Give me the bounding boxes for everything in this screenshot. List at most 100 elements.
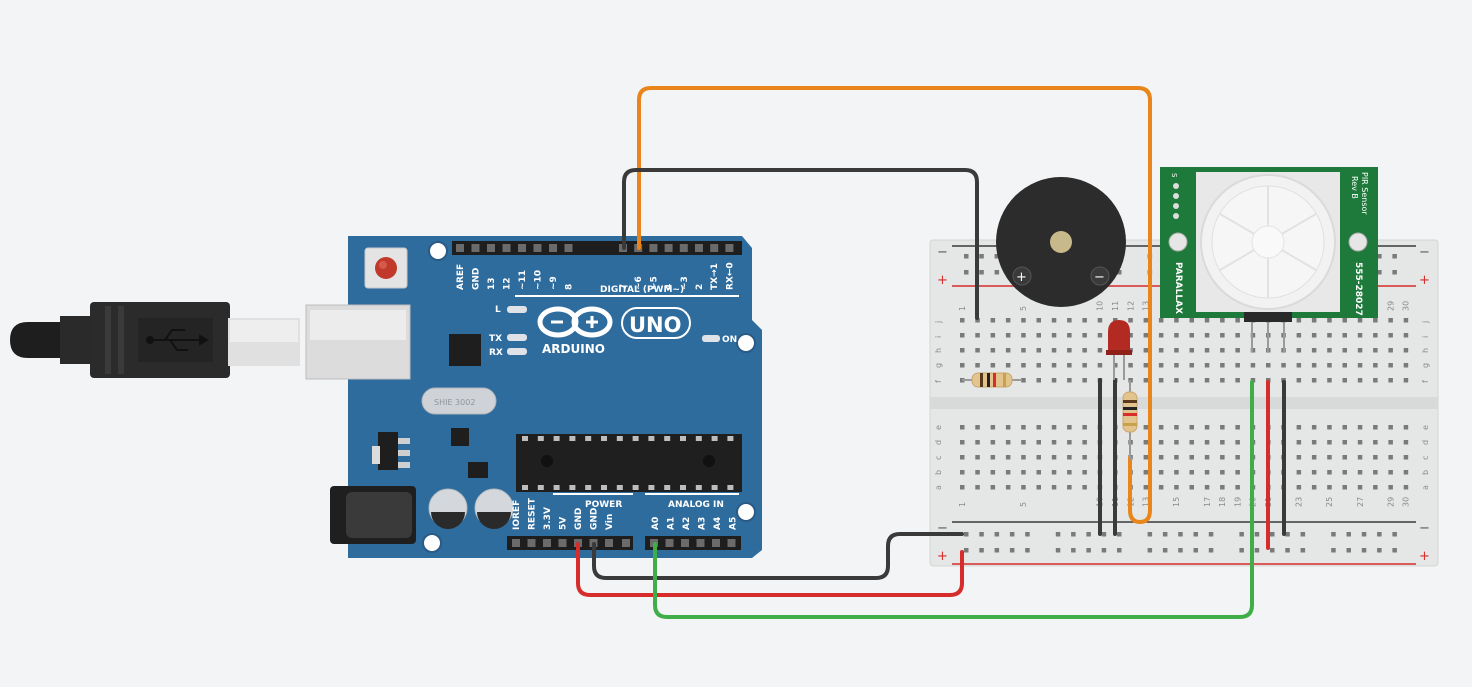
breadboard-hole[interactable]: [1388, 470, 1393, 475]
breadboard-hole[interactable]: [1005, 333, 1011, 338]
breadboard-hole[interactable]: [1311, 348, 1317, 353]
breadboard-hole[interactable]: [1067, 348, 1072, 353]
breadboard-hole[interactable]: [1403, 455, 1409, 460]
breadboard-hole[interactable]: [1158, 485, 1164, 490]
breadboard-hole[interactable]: [1101, 548, 1107, 553]
analog-pin[interactable]: [727, 539, 736, 547]
breadboard-hole[interactable]: [1204, 333, 1210, 338]
breadboard-hole[interactable]: [1311, 318, 1317, 323]
breadboard-hole[interactable]: [1143, 333, 1149, 338]
breadboard-hole[interactable]: [1005, 455, 1011, 460]
breadboard-hole[interactable]: [1082, 318, 1087, 323]
breadboard-hole[interactable]: [1285, 532, 1290, 537]
breadboard-hole[interactable]: [1327, 425, 1332, 430]
breadboard-hole[interactable]: [1204, 378, 1210, 383]
breadboard-hole[interactable]: [1025, 548, 1030, 553]
breadboard-hole[interactable]: [1117, 532, 1122, 537]
breadboard-hole[interactable]: [1036, 363, 1042, 368]
breadboard-hole[interactable]: [1296, 363, 1302, 368]
breadboard-hole[interactable]: [1021, 485, 1026, 490]
breadboard-hole[interactable]: [1021, 348, 1026, 353]
breadboard-hole[interactable]: [1051, 440, 1057, 445]
breadboard-hole[interactable]: [1036, 348, 1042, 353]
piezo-buzzer[interactable]: + −: [996, 177, 1126, 307]
breadboard-hole[interactable]: [1067, 425, 1072, 430]
breadboard-hole[interactable]: [1285, 548, 1290, 553]
breadboard-hole[interactable]: [1388, 440, 1393, 445]
breadboard-hole[interactable]: [1005, 470, 1011, 475]
digital-pin[interactable]: [456, 244, 464, 252]
breadboard-hole[interactable]: [1036, 455, 1042, 460]
breadboard-hole[interactable]: [1361, 548, 1367, 553]
breadboard-hole[interactable]: [975, 440, 980, 445]
breadboard-hole[interactable]: [1403, 318, 1409, 323]
usb-cable[interactable]: [10, 302, 300, 378]
resistor-vertical[interactable]: [1122, 380, 1138, 460]
breadboard-hole[interactable]: [1208, 532, 1214, 537]
breadboard-hole[interactable]: [1388, 318, 1393, 323]
breadboard-hole[interactable]: [1342, 440, 1348, 445]
breadboard-hole[interactable]: [1388, 485, 1393, 490]
breadboard-hole[interactable]: [1036, 425, 1042, 430]
breadboard-hole[interactable]: [964, 254, 969, 259]
breadboard-hole[interactable]: [1296, 348, 1302, 353]
digital-pin[interactable]: [564, 244, 573, 252]
breadboard-hole[interactable]: [1342, 470, 1348, 475]
breadboard-hole[interactable]: [1143, 440, 1149, 445]
breadboard-hole[interactable]: [1117, 270, 1122, 275]
breadboard-hole[interactable]: [1300, 548, 1306, 553]
breadboard-hole[interactable]: [1388, 455, 1393, 460]
breadboard-hole[interactable]: [1220, 318, 1225, 323]
breadboard-hole[interactable]: [1005, 318, 1011, 323]
breadboard-hole[interactable]: [1204, 455, 1210, 460]
breadboard-hole[interactable]: [960, 470, 965, 475]
breadboard-hole[interactable]: [1270, 548, 1275, 553]
breadboard-hole[interactable]: [1021, 378, 1026, 383]
breadboard-hole[interactable]: [1174, 378, 1179, 383]
breadboard-hole[interactable]: [1373, 363, 1378, 368]
breadboard-hole[interactable]: [1082, 440, 1087, 445]
breadboard-hole[interactable]: [1174, 318, 1179, 323]
digital-pin[interactable]: [649, 244, 658, 252]
breadboard-hole[interactable]: [1311, 485, 1317, 490]
breadboard-hole[interactable]: [1021, 470, 1026, 475]
breadboard-hole[interactable]: [1204, 440, 1210, 445]
analog-pin[interactable]: [681, 539, 689, 547]
breadboard-hole[interactable]: [1067, 363, 1072, 368]
breadboard-hole[interactable]: [1193, 548, 1199, 553]
breadboard-hole[interactable]: [1373, 470, 1378, 475]
breadboard-hole[interactable]: [1082, 455, 1087, 460]
breadboard-hole[interactable]: [960, 333, 965, 338]
breadboard-hole[interactable]: [1357, 455, 1363, 460]
breadboard-hole[interactable]: [1220, 440, 1225, 445]
breadboard-hole[interactable]: [1036, 485, 1042, 490]
breadboard-hole[interactable]: [1296, 333, 1302, 338]
breadboard-hole[interactable]: [975, 485, 980, 490]
breadboard-hole[interactable]: [1235, 470, 1240, 475]
breadboard-hole[interactable]: [1220, 455, 1225, 460]
arduino-uno-board[interactable]: L TX RX ON ARDUINO UNO SHIE 3002: [305, 236, 762, 558]
breadboard-hole[interactable]: [1021, 318, 1026, 323]
breadboard-hole[interactable]: [990, 485, 996, 490]
digital-pin[interactable]: [533, 244, 542, 252]
breadboard-hole[interactable]: [1357, 440, 1363, 445]
breadboard-hole[interactable]: [1331, 548, 1336, 553]
breadboard-hole[interactable]: [1158, 470, 1164, 475]
breadboard-hole[interactable]: [960, 455, 965, 460]
breadboard-hole[interactable]: [1311, 440, 1317, 445]
breadboard-hole[interactable]: [1036, 378, 1042, 383]
breadboard-hole[interactable]: [1220, 485, 1225, 490]
breadboard-hole[interactable]: [1005, 440, 1011, 445]
breadboard-hole[interactable]: [1388, 348, 1393, 353]
breadboard-hole[interactable]: [1392, 532, 1397, 537]
breadboard-hole[interactable]: [979, 532, 984, 537]
breadboard-hole[interactable]: [1373, 333, 1378, 338]
breadboard-hole[interactable]: [1067, 470, 1072, 475]
breadboard-hole[interactable]: [960, 348, 965, 353]
breadboard-hole[interactable]: [1162, 548, 1168, 553]
digital-pin[interactable]: [664, 244, 673, 252]
breadboard-hole[interactable]: [1331, 532, 1336, 537]
breadboard-hole[interactable]: [1311, 425, 1317, 430]
breadboard-hole[interactable]: [1117, 548, 1122, 553]
wires[interactable]: [576, 86, 1286, 619]
